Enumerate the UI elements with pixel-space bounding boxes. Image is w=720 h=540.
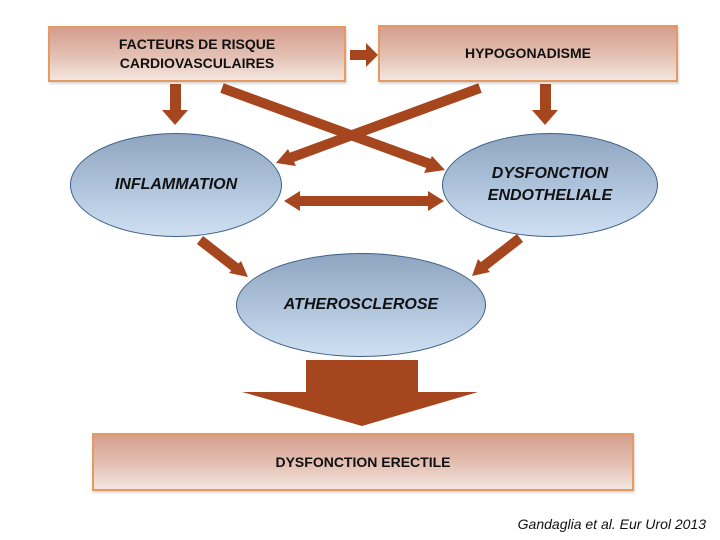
arrow-hypogonadism-to-inflammation-shaft [288, 83, 482, 163]
arrow-atherosclerosis-to-erectile [242, 360, 478, 426]
node-endothelial-line2: ENDOTHELIALE [487, 187, 613, 204]
node-endothelial-dysfunction: DYSFONCTION ENDOTHELIALE [442, 133, 658, 237]
arrowhead-to-atherosclerosis-left [229, 261, 248, 277]
arrow-hypogonadism-to-endothelial [532, 84, 558, 125]
node-hypogonadism-label: HYPOGONADISME [464, 45, 591, 61]
node-atherosclerosis-label: ATHEROSCLEROSE [283, 296, 439, 313]
node-erectile-dysfunction: DYSFONCTION ERECTILE [92, 433, 634, 491]
node-inflammation-label: INFLAMMATION [114, 176, 238, 193]
arrow-endothelial-to-atherosclerosis-shaft [480, 234, 524, 270]
node-risk-factors-line1: FACTEURS DE RISQUE [118, 36, 276, 52]
arrowhead-right-bidirectional [428, 191, 444, 211]
arrowhead-to-atherosclerosis-right [472, 259, 490, 276]
node-atherosclerosis: ATHEROSCLEROSE [236, 253, 486, 357]
arrow-inflammation-to-atherosclerosis-shaft [196, 236, 240, 272]
node-hypogonadism: HYPOGONADISME [378, 25, 678, 82]
arrow-risk-to-inflammation [162, 84, 188, 125]
arrowhead-left-bidirectional [284, 191, 300, 211]
arrow-risk-to-hypogonadism [350, 43, 378, 67]
node-risk-factors-line2: CARDIOVASCULAIRES [119, 55, 275, 71]
node-risk-factors: FACTEURS DE RISQUE CARDIOVASCULAIRES [48, 26, 346, 82]
arrow-risk-to-endothelial-shaft [220, 83, 432, 169]
arrowhead-to-inflammation [276, 149, 296, 166]
node-inflammation: INFLAMMATION [70, 133, 282, 237]
citation: Gandaglia et al. Eur Urol 2013 [517, 516, 706, 532]
arrowhead-to-endothelial [424, 156, 445, 173]
node-endothelial-line1: DYSFONCTION [491, 165, 609, 182]
node-erectile-dysfunction-label: DYSFONCTION ERECTILE [275, 453, 451, 470]
